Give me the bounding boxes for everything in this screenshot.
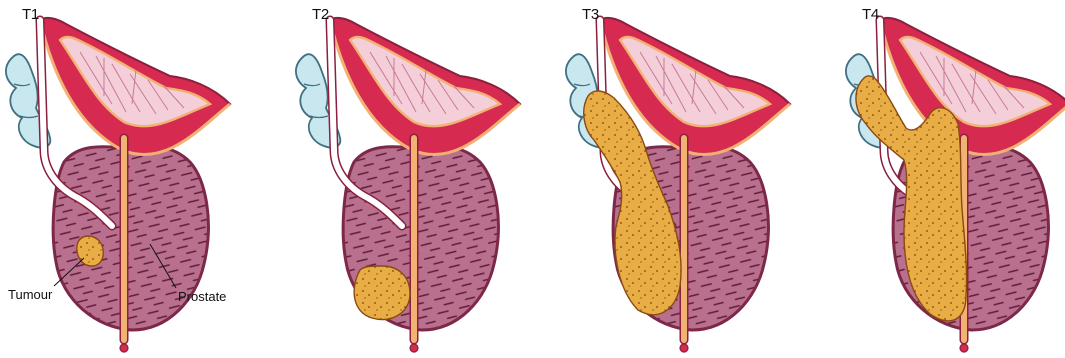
stage-label-t4: T4 <box>862 6 879 23</box>
callout-tumour: Tumour <box>8 287 52 302</box>
tumour-t4 <box>856 76 967 321</box>
stage-label-t3: T3 <box>582 6 599 23</box>
panel-t2-illustration <box>296 18 520 352</box>
stage-label-t1: T1 <box>22 6 39 23</box>
callout-prostate: Prostate <box>178 289 226 304</box>
panel-t4-illustration <box>846 18 1065 352</box>
panel-t3-illustration <box>566 18 790 352</box>
tumour-t2 <box>354 266 410 320</box>
stage-label-t2: T2 <box>312 6 329 23</box>
